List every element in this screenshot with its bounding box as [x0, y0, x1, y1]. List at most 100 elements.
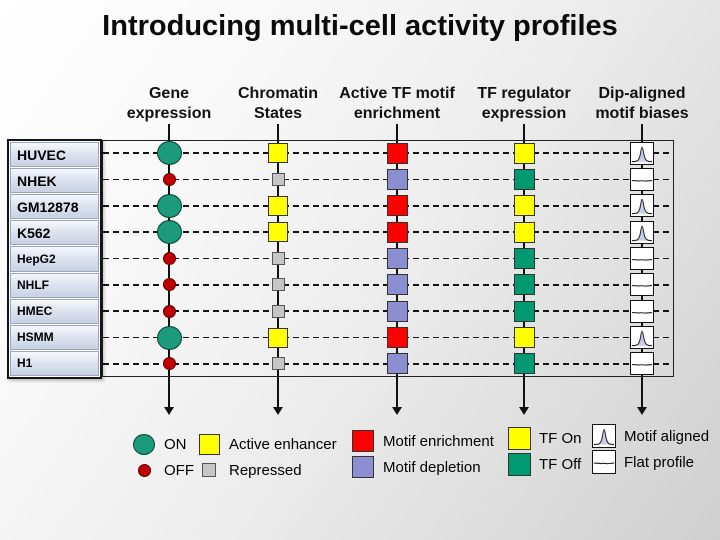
row-label-nhlf: NHLF	[10, 272, 99, 298]
dip-profile-flat-box	[630, 352, 654, 376]
row-label-hepg2: HepG2	[10, 246, 99, 272]
chromatin-repressed-square	[271, 252, 285, 265]
tf-off-square	[513, 300, 535, 322]
tf-on-square-icon	[507, 426, 531, 450]
motif-aligned-curve-icon	[631, 225, 653, 241]
motif-aligned-curve-icon	[631, 330, 653, 347]
row-label-h1: H1	[10, 350, 99, 376]
motif-depletion-square	[386, 274, 408, 296]
legend-gene-expression-legend: ON OFF	[131, 431, 194, 483]
column-header-line1: Chromatin	[238, 85, 318, 102]
column-header-line2: expression	[481, 105, 567, 122]
flat-profile-curve-icon	[631, 285, 653, 287]
column-arrow-stem	[277, 377, 279, 408]
motif-enrichment-square	[386, 327, 408, 348]
legend-label: Active enhancer	[229, 435, 337, 453]
tf-off-square-icon	[507, 452, 531, 476]
dip-profile-motif-aligned-box	[630, 220, 654, 244]
legend-icon-cell	[591, 450, 617, 474]
legend-item: Motif aligned	[591, 423, 709, 449]
column-header-line1: Dip-aligned	[598, 85, 686, 102]
column-header-line2: enrichment	[353, 105, 441, 122]
motif-aligned-curve-icon	[631, 199, 653, 215]
column-header-line1: Gene	[148, 85, 189, 102]
tf-off-square	[513, 353, 535, 375]
tf-off-square	[513, 169, 535, 190]
legend-icon-cell	[196, 463, 222, 477]
gene-expression-off-circle	[162, 173, 176, 186]
gene-expression-on-circle	[156, 141, 182, 166]
legend-item: Motif depletion	[350, 454, 494, 480]
column-arrow-stem	[523, 377, 525, 408]
legend-icon-cell	[131, 463, 157, 477]
legend-item: TF Off	[506, 451, 582, 477]
motif-enrichment-square-icon	[352, 430, 374, 452]
dip-profile-flat-box	[630, 273, 654, 297]
legend-item: Repressed	[196, 457, 337, 483]
column-header-tf-regulator: TF regulator expression	[454, 84, 594, 124]
off-circle-icon	[137, 463, 151, 477]
dip-profile-motif-aligned-box	[630, 141, 654, 165]
column-header-line2: expression	[126, 105, 212, 122]
column-arrow-stem	[641, 377, 643, 408]
column-arrow-head-icon	[637, 407, 647, 415]
motif-aligned-curve-icon	[631, 146, 653, 162]
motif-enrichment-square	[386, 142, 408, 164]
tf-on-square	[513, 221, 535, 243]
dip-profile-flat-box	[630, 247, 654, 270]
active-enhancer-square-icon	[198, 433, 220, 455]
legend-icon-cell	[591, 424, 617, 448]
header-tick	[396, 124, 398, 140]
legend-label: Repressed	[229, 461, 302, 479]
legend-label: Motif depletion	[383, 458, 481, 476]
chromatin-active-enhancer-square	[268, 327, 288, 348]
header-tick	[168, 124, 170, 140]
legend-item: ON	[131, 431, 194, 457]
flat-profile-curve-icon	[631, 311, 653, 314]
row-label-nhek: NHEK	[10, 168, 99, 194]
legend-icon-cell	[196, 433, 222, 455]
tf-off-square	[513, 274, 535, 296]
column-header-line1: TF regulator	[477, 85, 571, 102]
chromatin-active-enhancer-square	[268, 195, 288, 216]
legend-label: Motif aligned	[624, 427, 710, 445]
repressed-square-icon	[202, 463, 216, 477]
header-tick	[523, 124, 525, 140]
legend-label: ON	[164, 435, 187, 453]
legend-item: Active enhancer	[196, 431, 337, 457]
motif-aligned-curve-icon	[593, 428, 615, 446]
legend-icon-cell	[506, 426, 532, 450]
legend-icon-cell	[131, 433, 157, 455]
row-label-k562: K562	[10, 220, 99, 246]
chromatin-repressed-square	[271, 357, 285, 371]
legend-label: Motif enrichment	[383, 432, 494, 450]
column-arrow-stem	[168, 377, 170, 408]
header-tick	[277, 124, 279, 140]
chromatin-repressed-square	[271, 173, 285, 186]
motif-depletion-square	[386, 353, 408, 375]
legend-label: TF Off	[539, 455, 582, 473]
chromatin-active-enhancer-square	[268, 143, 288, 164]
legend-icon-cell	[350, 456, 376, 478]
row-label-gm12878: GM12878	[10, 194, 99, 220]
legend-label: Flat profile	[624, 453, 695, 471]
page-title: Introducing multi-cell activity profiles	[102, 10, 618, 42]
chromatin-repressed-square	[271, 304, 285, 318]
gene-expression-off-circle	[162, 304, 176, 318]
column-arrow-head-icon	[164, 407, 174, 415]
motif-depletion-square	[386, 300, 408, 322]
gene-expression-off-circle	[162, 278, 176, 292]
flat-profile-curve-icon	[593, 462, 615, 465]
legend-item: TF On	[506, 425, 582, 451]
tf-on-square	[513, 195, 535, 217]
column-arrow-stem	[396, 377, 398, 408]
chromatin-active-enhancer-square	[268, 222, 288, 243]
motif-depletion-square-icon	[352, 456, 374, 478]
legend-label: OFF	[164, 461, 194, 479]
